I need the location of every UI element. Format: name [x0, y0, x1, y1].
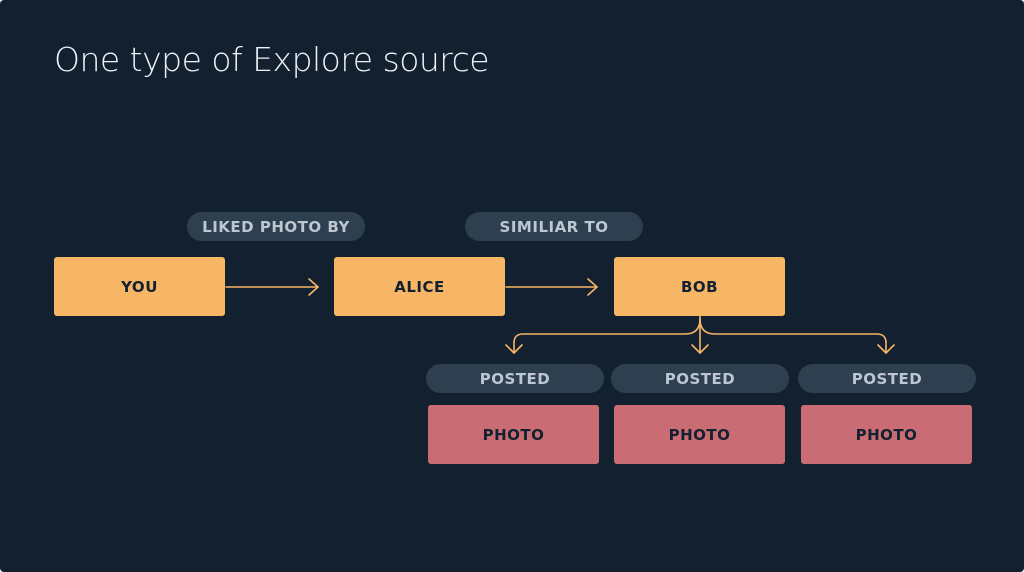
node-you: YOU	[54, 257, 225, 316]
node-photo-1: PHOTO	[428, 405, 599, 464]
edge-label-posted-2: POSTED	[611, 364, 789, 393]
edge-label-posted-1: POSTED	[426, 364, 604, 393]
edge-label-posted-3: POSTED	[798, 364, 976, 393]
arrow-you-to-alice	[225, 278, 319, 296]
edge-label-similar-to: SIMILIAR TO	[465, 212, 643, 241]
arrow-alice-to-bob	[505, 278, 598, 296]
node-photo-2: PHOTO	[614, 405, 785, 464]
edge-label-liked-photo-by: LIKED PHOTO BY	[187, 212, 365, 241]
slide-title: One type of Explore source	[54, 40, 490, 79]
arrow-bob-to-posted	[505, 315, 895, 354]
node-alice: ALICE	[334, 257, 505, 316]
node-photo-3: PHOTO	[801, 405, 972, 464]
node-bob: BOB	[614, 257, 785, 316]
